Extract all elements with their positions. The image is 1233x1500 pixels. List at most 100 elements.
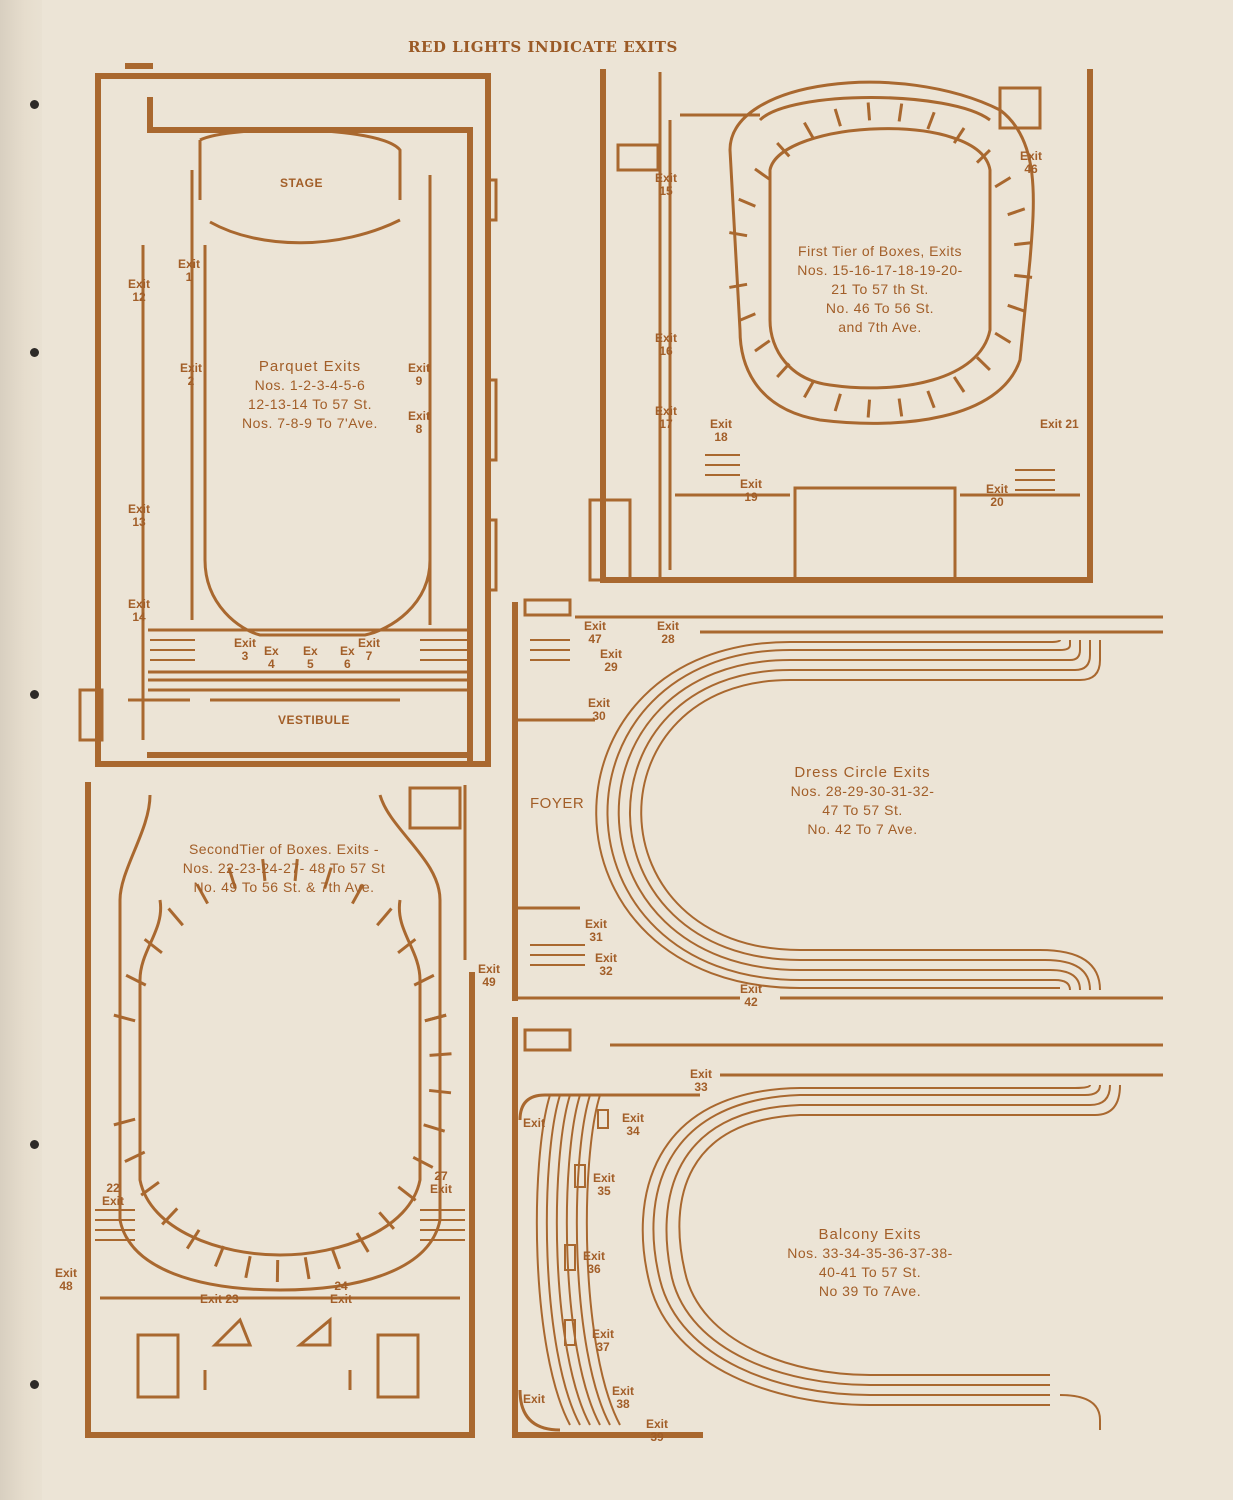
box-partition-tick <box>303 1257 311 1280</box>
box-partition-tick <box>161 1207 179 1226</box>
box-partition-tick <box>754 167 771 181</box>
caption-line: First Tier of Boxes, Exits <box>798 243 962 259</box>
box-partition-tick <box>897 103 904 122</box>
box-partition-tick <box>975 356 991 371</box>
caption-line: Dress Circle Exits <box>794 764 931 781</box>
caption-line: No. 49 To 56 St. & 7th Ave. <box>193 879 375 895</box>
box-partition-tick <box>167 907 184 927</box>
first-tier-plan <box>588 69 1093 583</box>
binding-hole <box>30 100 39 109</box>
dress-circle-plan <box>512 598 1163 1001</box>
balcony-plan <box>512 1017 1163 1438</box>
box-partition-tick <box>1007 207 1026 217</box>
parquet-exits-caption: Parquet Exits Nos. 1-2-3-4-5-6 12-13-14 … <box>205 357 415 433</box>
caption-line: Nos. 1-2-3-4-5-6 <box>254 377 366 393</box>
exit-23-label: Exit 23 <box>200 1292 239 1306</box>
box-partition-tick <box>729 231 748 238</box>
box-partition-tick <box>244 1255 252 1279</box>
second-tier-exits-caption: SecondTier of Boxes. Exits - Nos. 22-23-… <box>150 840 418 897</box>
caption-line: Nos. 7-8-9 To 7'Ave. <box>242 415 378 431</box>
box-partition-tick <box>424 1013 447 1023</box>
parquet-plan <box>78 63 498 767</box>
box-partition-tick <box>1014 241 1033 247</box>
binding-hole <box>30 348 39 357</box>
box-partition-tick <box>227 867 237 890</box>
box-partition-tick <box>185 1229 201 1250</box>
box-partition-tick <box>376 907 393 927</box>
binding-hole <box>30 1140 39 1149</box>
box-partition-tick <box>429 1052 452 1057</box>
balcony-exits-caption: Balcony Exits Nos. 33-34-35-36-37-38- 40… <box>755 1225 985 1301</box>
box-partition-tick <box>412 1155 434 1169</box>
binding-spine <box>0 0 42 1500</box>
box-partition-tick <box>261 858 267 882</box>
box-partition-tick <box>975 149 991 164</box>
box-partition-tick <box>125 973 147 987</box>
stage-label: STAGE <box>280 176 323 190</box>
caption-line: Nos. 22-23-24-27- 48 To 57 St <box>182 860 386 876</box>
box-partition-tick <box>952 376 966 393</box>
page-title: RED LIGHTS INDICATE EXITS <box>408 38 678 56</box>
box-partition-tick <box>397 1185 417 1202</box>
box-partition-tick <box>397 938 417 955</box>
caption-line: 12-13-14 To 57 St. <box>248 396 372 412</box>
box-partition-tick <box>866 399 872 418</box>
box-partition-tick <box>1007 303 1026 313</box>
box-partition-tick <box>323 867 333 890</box>
box-partition-tick <box>994 331 1012 344</box>
box-partition-tick <box>330 1247 342 1270</box>
exit-41-label: Exit <box>523 1392 546 1406</box>
box-partition-tick <box>833 108 842 127</box>
box-partition-tick <box>776 362 791 379</box>
caption-line: and 7th Ave. <box>838 319 922 335</box>
box-partition-tick <box>754 339 771 353</box>
box-partition-tick <box>897 398 904 417</box>
caption-line: Balcony Exits <box>818 1226 922 1243</box>
box-partition-tick <box>423 1123 446 1133</box>
dress-circle-exits-caption: Dress Circle Exits Nos. 28-29-30-31-32- … <box>755 763 970 839</box>
second-tier-plan <box>85 782 475 1438</box>
caption-line: No. 42 To 7 Ave. <box>807 821 918 837</box>
binding-hole <box>30 1380 39 1389</box>
box-partition-tick <box>803 121 815 140</box>
box-partition-tick <box>866 102 872 121</box>
box-partition-tick <box>195 883 209 905</box>
box-partition-tick <box>952 127 966 144</box>
box-partition-tick <box>994 176 1012 189</box>
caption-line: 40-41 To 57 St. <box>818 1264 922 1280</box>
box-partition-tick <box>214 1245 226 1268</box>
exit-40-label: Exit <box>523 1116 546 1130</box>
caption-line: 21 To 57 th St. <box>831 281 929 297</box>
box-partition-tick <box>428 1088 452 1095</box>
